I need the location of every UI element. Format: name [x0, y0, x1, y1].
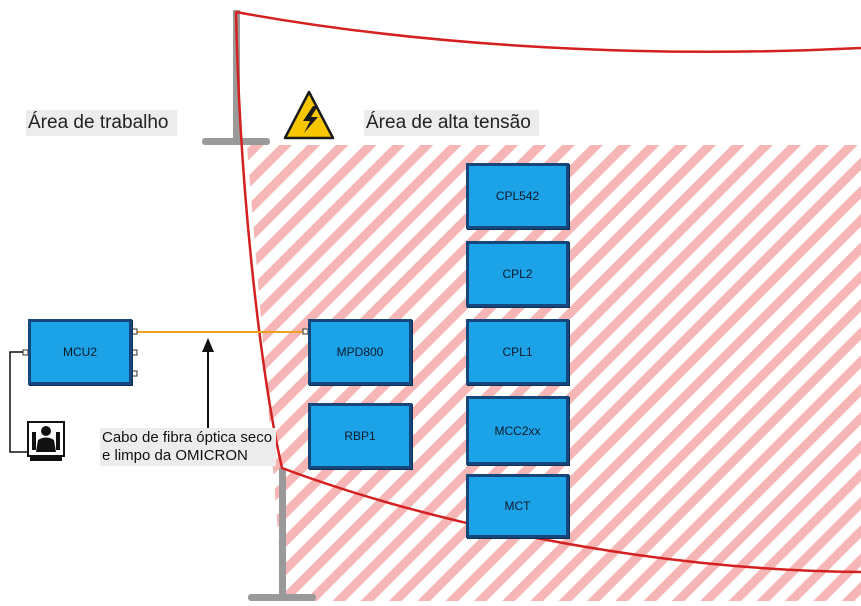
device-mpd800: MPD800 — [308, 319, 412, 385]
high-voltage-area-label: Área de alta tensão — [364, 110, 539, 136]
device-rbp1: RBP1 — [308, 403, 412, 469]
computer-user-icon — [27, 421, 65, 461]
high-voltage-warning-icon — [283, 90, 335, 140]
computer-connection-line — [9, 351, 28, 453]
mcu2-port — [131, 370, 138, 377]
barrier-pole-bottom — [248, 468, 316, 601]
mcu2-port — [131, 349, 138, 356]
device-cpl2: CPL2 — [466, 241, 569, 307]
device-mcc2xx: MCC2xx — [466, 396, 569, 465]
device-cpl1: CPL1 — [466, 319, 569, 385]
device-mct: MCT — [466, 474, 569, 538]
work-area-label: Área de trabalho — [26, 110, 177, 136]
annotation-arrow — [202, 338, 214, 428]
device-mcu2: MCU2 — [28, 319, 132, 385]
barrier-pole-top — [202, 10, 270, 145]
fiber-cable-annotation: Cabo de fibra óptica seco e limpo da OMI… — [100, 428, 276, 466]
device-cpl542: CPL542 — [466, 163, 569, 229]
barrier-rope — [234, 10, 861, 574]
